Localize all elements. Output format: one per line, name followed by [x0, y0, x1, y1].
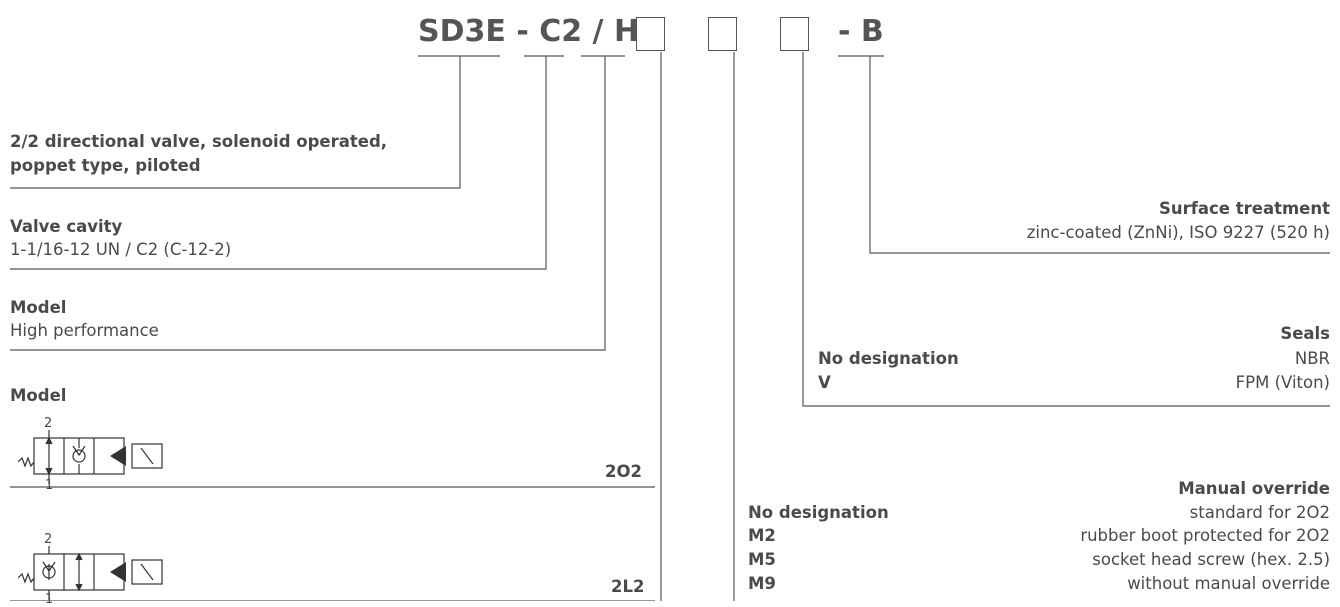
model-value: High performance: [10, 321, 159, 340]
leader-valve-cavity: [10, 56, 547, 270]
port-2-label: 2: [44, 532, 53, 547]
manual-override-desc: without manual override: [1127, 574, 1330, 593]
model-option-code: 2L2: [611, 577, 645, 596]
manual-override-code: M9: [748, 574, 776, 593]
valve-cavity-title: Valve cavity: [10, 217, 123, 236]
leader-valve-type: [10, 56, 461, 189]
manual-override-code: M2: [748, 526, 776, 545]
seals-option-desc: NBR: [1294, 349, 1330, 368]
seals-title: Seals: [1280, 324, 1330, 343]
port-1-label: 1: [45, 592, 54, 607]
model-title: Model: [10, 298, 67, 317]
code-box-model: [636, 17, 665, 51]
manual-override-desc: standard for 2O2: [1189, 503, 1330, 522]
valve-type-line1: 2/2 directional valve, solenoid operated…: [10, 132, 388, 151]
valve-cavity-value: 1-1/16-12 UN / C2 (C-12-2): [10, 240, 232, 259]
code-box-manual-override: [708, 17, 737, 51]
surface-value: zinc-coated (ZnNi), ISO 9227 (520 h): [1026, 223, 1330, 242]
surface-title: Surface treatment: [1158, 199, 1330, 218]
leader-seals: [802, 52, 1330, 407]
manual-override-desc: socket head screw (hex. 2.5): [1092, 550, 1330, 569]
leader-surface: [869, 56, 1330, 254]
valve-type-line2: poppet type, piloted: [10, 156, 201, 175]
seals-option-code: No designation: [818, 349, 959, 368]
port-2-label: 2: [44, 416, 53, 431]
code-box-seals: [780, 17, 809, 51]
model-option-code: 2O2: [605, 462, 642, 481]
hydraulic-symbol-2o2: 2 1: [17, 416, 198, 493]
manual-override-title: Manual override: [1178, 479, 1330, 498]
port-1-label: 1: [45, 478, 54, 493]
type-code: SD3E - C2 / H: [418, 14, 640, 49]
seals-option-code: V: [818, 373, 831, 392]
hydraulic-symbol-2l2: 2 1: [17, 532, 198, 607]
manual-override-desc: rubber boot protected for 2O2: [1080, 526, 1330, 545]
type-code-suffix: - B: [838, 14, 884, 49]
leader-model: [10, 56, 606, 351]
manual-override-code: M5: [748, 550, 776, 569]
model-symbols-title: Model: [10, 386, 67, 405]
manual-override-code: No designation: [748, 503, 889, 522]
seals-option-desc: FPM (Viton): [1235, 373, 1330, 392]
